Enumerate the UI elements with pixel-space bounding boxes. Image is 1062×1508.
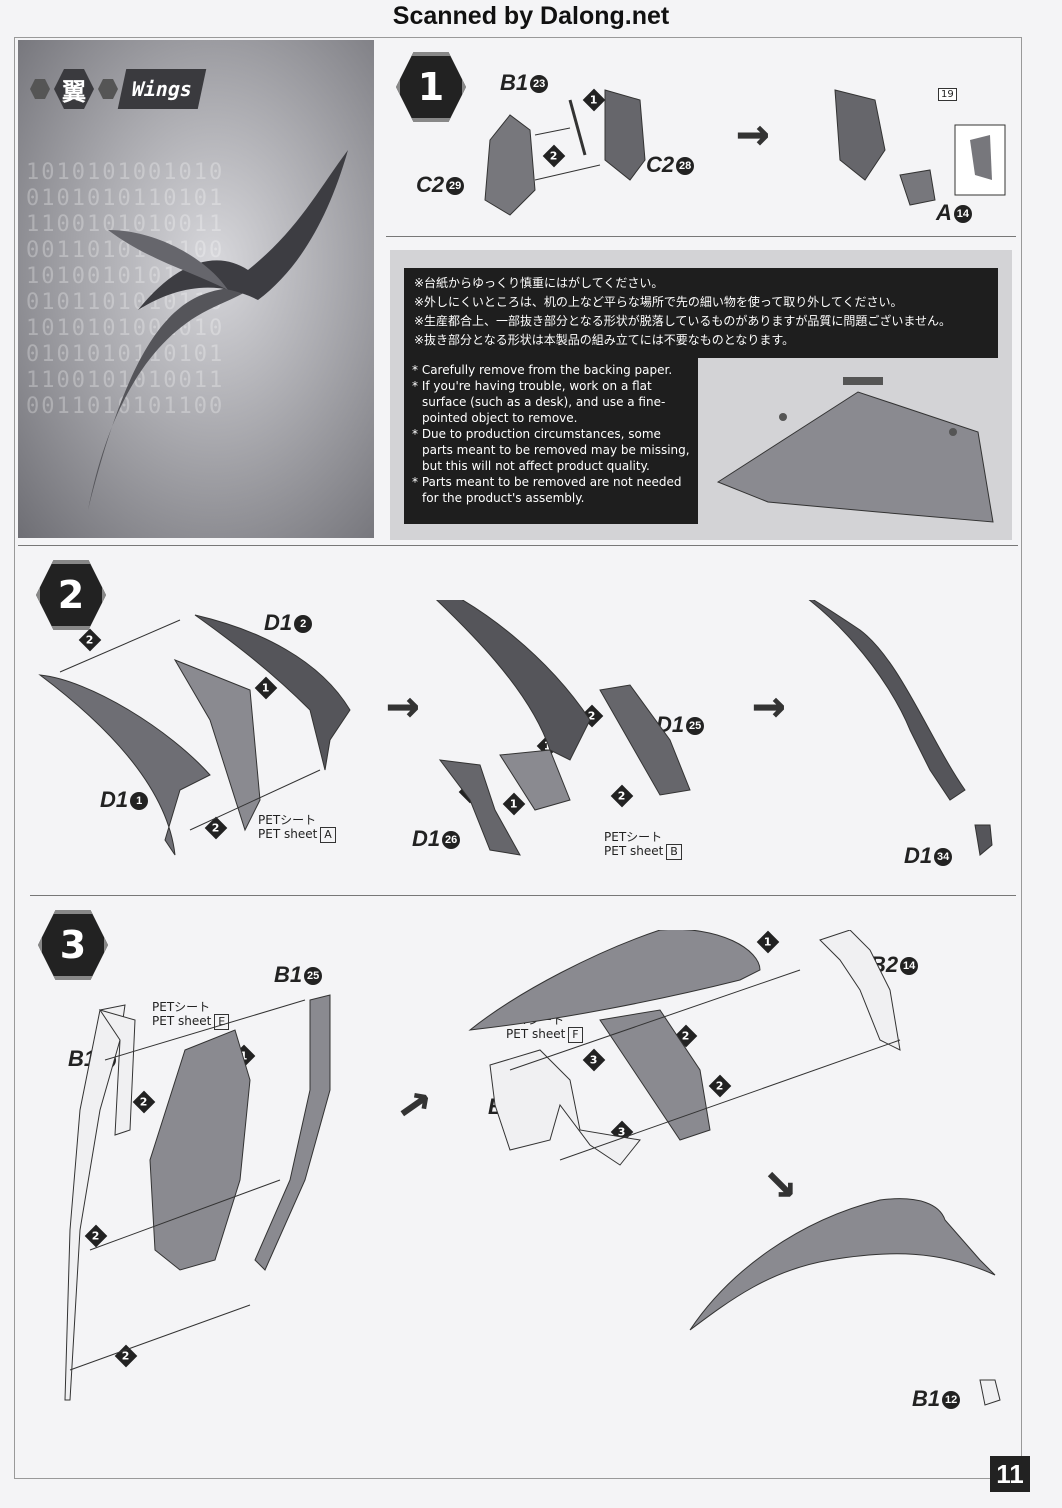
- notice-jp: ※台紙からゆっくり慎重にはがしてください。 ※外しにくいところは、机の上など平ら…: [404, 268, 998, 358]
- next-arrow: →: [736, 100, 770, 165]
- notice-en-line: * Carefully remove from the backing pape…: [412, 363, 673, 377]
- step-2-badge: 2: [36, 560, 106, 630]
- notice-jp-line: ※外しにくいところは、机の上など平らな場所で先の細い物を使って取り外してください…: [414, 295, 903, 309]
- pet-sheet-letter: A: [320, 827, 336, 843]
- step-1-illustration: [484, 89, 1006, 216]
- section-title-text: Wings: [117, 69, 207, 109]
- hero-image: 1010101001010 0101010110101 110010101001…: [18, 40, 374, 538]
- step-3-badge: 3: [38, 910, 108, 980]
- pet-sheet-letter: B: [666, 844, 682, 860]
- hex-decoration: [98, 79, 118, 99]
- wings-hero-illustration: [88, 150, 348, 510]
- divider: [18, 545, 1018, 546]
- next-arrow: →: [752, 672, 786, 737]
- notice-jp-line: ※生産都合上、一部抜き部分となる形状が脱落しているものがありますが品質に問題ござ…: [414, 314, 951, 328]
- section-kanji: 翼: [54, 69, 94, 109]
- backing-paper-illustration: [716, 377, 994, 523]
- section-title: 翼 Wings: [30, 66, 207, 112]
- next-arrow: →: [386, 672, 420, 737]
- hero-binary-background: 1010101001010 0101010110101 110010101001…: [26, 160, 225, 419]
- page-frame: [14, 37, 1022, 1479]
- step-3-illustration: [64, 930, 1001, 1406]
- pet-sheet-letter: F: [568, 1027, 583, 1043]
- hex-decoration: [30, 79, 50, 99]
- pet-sheet-en: PET sheet: [604, 844, 664, 858]
- divider: [30, 895, 1016, 896]
- notice-jp-line: ※抜き部分となる形状は本製品の組み立てには不要なものとなります。: [414, 333, 795, 347]
- pet-sheet-jp: PETシート: [258, 813, 317, 827]
- pet-sheet-jp: PETシート: [604, 830, 663, 844]
- pet-sheet-en: PET sheet: [258, 827, 318, 841]
- scanned-by-label: Scanned by Dalong.net: [392, 2, 670, 30]
- divider: [386, 236, 1016, 237]
- notice-en-line: * Parts meant to be removed are not need…: [412, 475, 682, 505]
- page-number: 11: [990, 1456, 1030, 1492]
- pet-sheet-en: PET sheet: [152, 1014, 212, 1028]
- pet-sheet-jp: PETシート: [152, 1000, 211, 1014]
- pet-sheet-letter: E: [214, 1014, 230, 1030]
- notice-jp-line: ※台紙からゆっくり慎重にはがしてください。: [414, 276, 664, 290]
- notice-en: * Carefully remove from the backing pape…: [404, 358, 698, 524]
- step-2-illustration: [38, 600, 993, 856]
- pet-sheet-en: PET sheet: [506, 1027, 566, 1041]
- notice-en-line: * Due to production circumstances, some …: [412, 427, 690, 473]
- notice-en-line: * If you're having trouble, work on a fl…: [412, 379, 666, 425]
- reference-number: 19: [938, 88, 957, 101]
